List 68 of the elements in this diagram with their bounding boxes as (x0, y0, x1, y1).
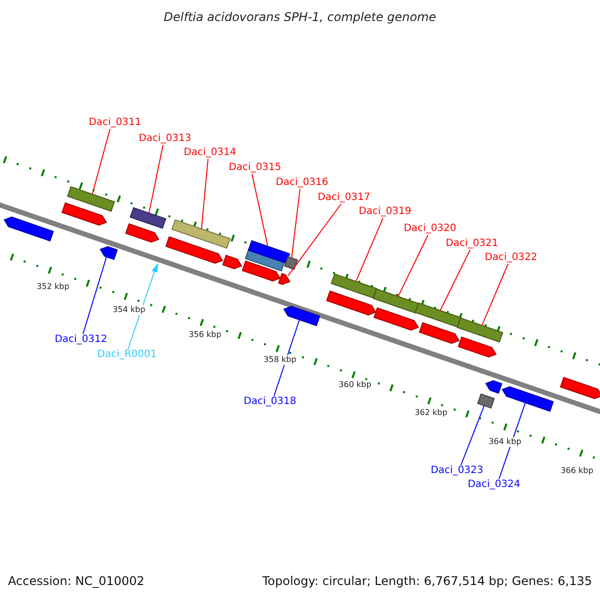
domain-block (414, 302, 462, 328)
leader-line (498, 402, 526, 480)
leader-line (200, 158, 208, 230)
domain-block (130, 207, 166, 229)
title: Delftia acidovorans SPH-1, complete genome (162, 10, 438, 24)
leader-line (288, 204, 342, 276)
gene-label: Daci_0322 (484, 252, 538, 264)
leader-line (481, 264, 508, 326)
leader-line (148, 144, 164, 214)
gene-label: Daci_0312 (54, 334, 108, 346)
gene-feature (485, 380, 502, 394)
gene-feature (100, 246, 118, 260)
leader-line (274, 319, 300, 396)
domain-block (171, 219, 231, 249)
scale-label: 362 kbp (414, 408, 448, 418)
domain-block (372, 288, 420, 314)
gene-label: Daci_0313 (138, 133, 192, 145)
gene-feature (418, 322, 460, 344)
gene-feature (373, 307, 420, 331)
gene-feature (278, 273, 290, 285)
leader-line (398, 234, 428, 297)
footer-text: Topology: circular; Length: 6,767,514 bp; Genes: 6,135 (262, 574, 592, 588)
gene-feature (560, 376, 600, 400)
gene-label: Daci_0320 (404, 223, 456, 235)
rna-marker (152, 262, 158, 273)
gene-feature (222, 254, 242, 270)
gene-feature (61, 202, 108, 226)
gene-label: Daci_0314 (184, 147, 236, 159)
leader-line (355, 218, 384, 282)
gene-label: Daci_0319 (358, 206, 412, 218)
leader-line (440, 250, 470, 311)
scale-label: 364 kbp (488, 437, 522, 447)
leader-line (92, 128, 110, 195)
scale-label: 360 kbp (338, 380, 372, 390)
gene-label: Daci_0323 (430, 465, 484, 477)
gene-feature (283, 306, 320, 326)
gene-label: Daci_0311 (88, 117, 142, 129)
scale-label: 358 kbp (262, 355, 298, 365)
gene-label: Daci_R0001 (97, 349, 157, 361)
domain-block (456, 317, 504, 343)
leader-line (82, 256, 108, 334)
gene-feature (4, 216, 54, 242)
gene-feature (502, 386, 554, 412)
domain-block (248, 240, 290, 264)
gene-label: Daci_0316 (276, 177, 328, 189)
gene-feature (242, 260, 281, 282)
gene-label: Daci_0315 (228, 162, 282, 174)
domain-block (477, 393, 495, 409)
gene-feature (125, 223, 160, 243)
scale-label: 352 kbp (36, 282, 70, 292)
footer-text: Accession: NC_010002 (8, 574, 144, 588)
leader-line (252, 174, 268, 247)
gene-label: Daci_0321 (446, 238, 498, 250)
scale-label: 366 kbp (560, 466, 594, 476)
domain-block (66, 186, 116, 212)
domain-block (284, 256, 298, 270)
gene-feature (165, 236, 224, 264)
gene-label: Daci_0318 (244, 396, 296, 408)
gene-label: Daci_0317 (318, 192, 370, 204)
leader-line (128, 271, 155, 350)
scale-label: 354 kbp (112, 305, 146, 315)
gene-feature (326, 290, 376, 316)
domain-block (330, 273, 378, 299)
leader-line (460, 405, 485, 466)
scale-label: 356 kbp (188, 330, 222, 340)
gene-label: Daci_0324 (468, 479, 520, 491)
gene-feature (458, 336, 497, 358)
leader-line (291, 188, 300, 258)
